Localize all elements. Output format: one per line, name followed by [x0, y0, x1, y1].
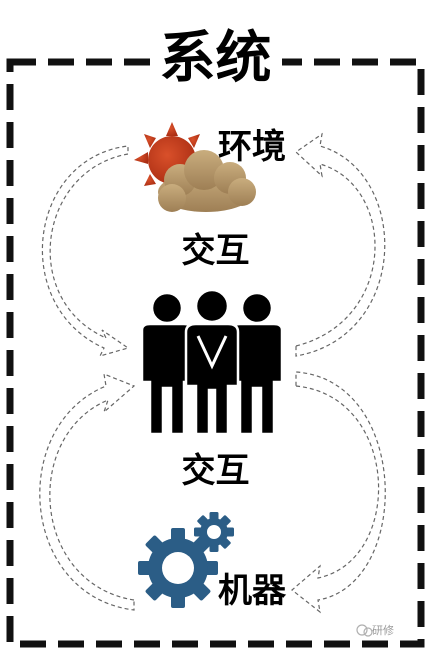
interaction-label-bottom: 交互 [181, 451, 250, 491]
environment-label: 环境 [218, 127, 286, 167]
diagram-title: 系统 [0, 24, 431, 94]
interaction-label-top: 交互 [181, 231, 250, 271]
machine-label: 机器 [218, 571, 286, 611]
interaction-arrows-bottom [39, 371, 386, 614]
people-group-icon [140, 288, 284, 436]
sun-cloud-icon [134, 122, 256, 212]
watermark-icon [356, 624, 373, 637]
watermark-text: 研修 [372, 624, 394, 637]
gears-icon [138, 512, 234, 608]
interaction-arrows-top [41, 132, 386, 357]
